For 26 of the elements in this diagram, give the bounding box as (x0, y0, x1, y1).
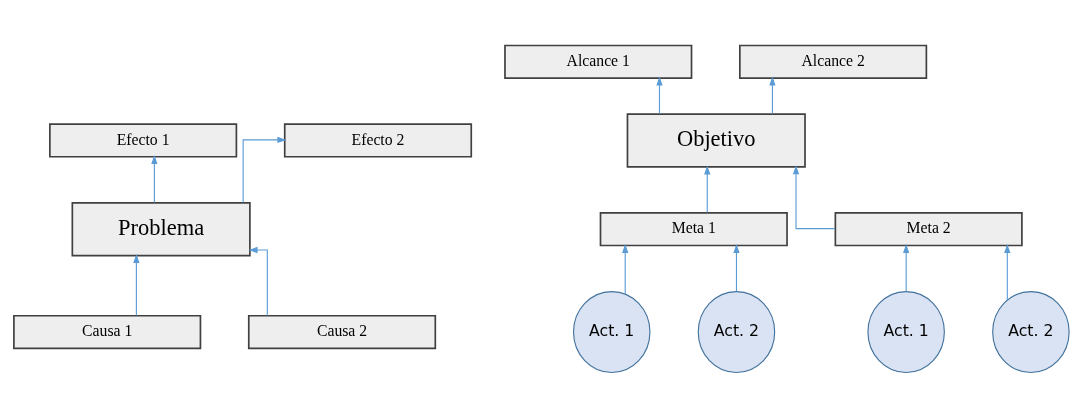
node-box: Meta 2 (834, 211, 1023, 246)
node-circle: Act. 1 (867, 290, 945, 373)
arrow (903, 243, 910, 292)
node-circle: Act. 2 (697, 290, 776, 373)
node-circle: Act. 1 (572, 290, 651, 373)
node-box: Efecto 2 (283, 122, 473, 158)
arrow (733, 243, 740, 292)
arrow (704, 165, 711, 213)
arrow (248, 246, 268, 316)
node-box: Efecto 1 (49, 122, 238, 158)
arrow (792, 164, 836, 229)
node-box: Meta 1 (599, 211, 788, 246)
node-box: Objetivo (626, 112, 806, 168)
node-box: Alcance 2 (739, 44, 928, 79)
node-box: Causa 1 (13, 314, 202, 349)
arrow (1004, 243, 1011, 301)
node-box: Alcance 1 (504, 44, 693, 79)
node-box: Causa 2 (247, 314, 437, 349)
arrow (622, 243, 629, 295)
node-circle: Act. 2 (992, 290, 1070, 373)
arrow (656, 76, 663, 114)
arrow (242, 136, 287, 203)
arrow (769, 76, 776, 114)
node-box: Problema (71, 201, 251, 256)
arrow (133, 253, 140, 316)
arrow (151, 154, 158, 203)
